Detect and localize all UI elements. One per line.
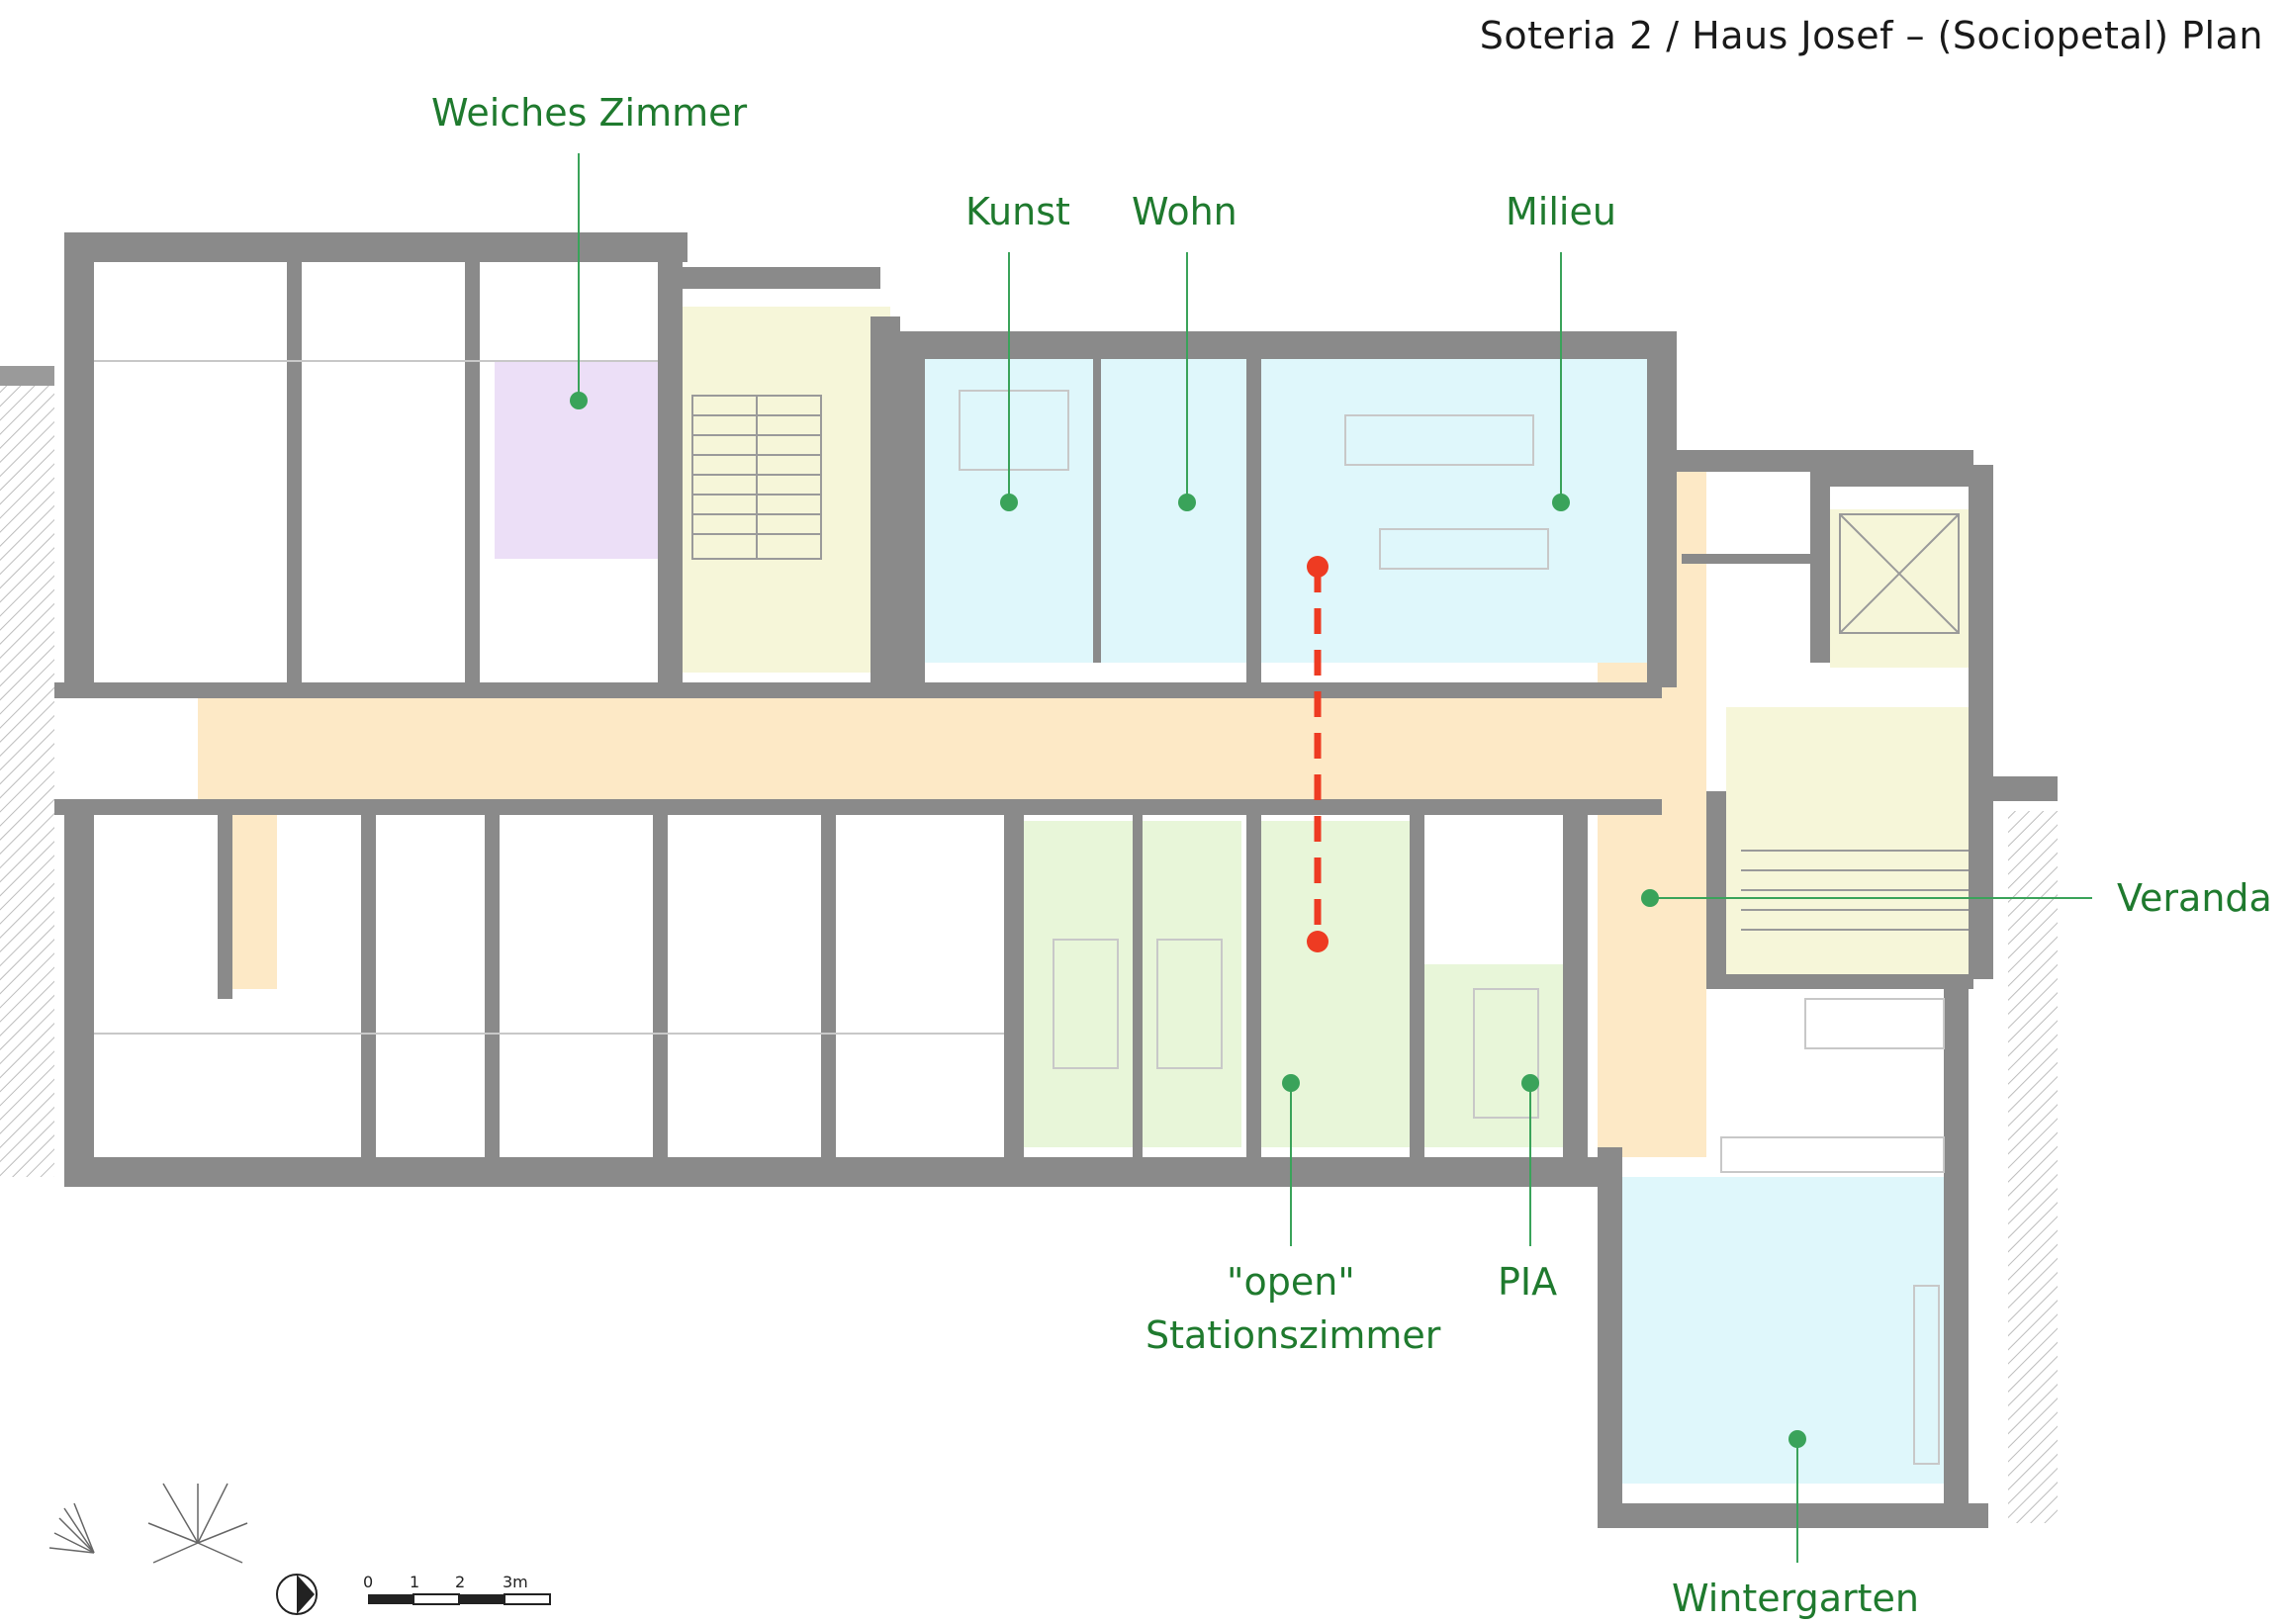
label-milieu: Milieu [1506, 190, 1616, 233]
sun-path-diagram-icon [48, 1483, 248, 1564]
plan-title: Soteria 2 / Haus Josef – (Sociopetal) Pl… [1479, 14, 2263, 57]
wintergarten-fill [1622, 1177, 1944, 1484]
stair-symbol-icon [691, 395, 822, 560]
label-kunst: Kunst [965, 190, 1070, 233]
leader-lines [578, 153, 2092, 1563]
label-weiches-zimmer: Weiches Zimmer [431, 91, 748, 135]
detail-lines [94, 360, 1945, 1465]
green-room-fill-2 [1138, 821, 1241, 1147]
veranda-stair-icon [1741, 850, 1969, 931]
pia-fill [1420, 964, 1563, 1147]
scale-tick-0: 0 [363, 1573, 374, 1591]
room-markers [570, 392, 1806, 1448]
label-open: "open" [1227, 1260, 1355, 1304]
label-stationszimmer: Stationszimmer [1146, 1313, 1441, 1357]
hatched-wall-left-top [0, 366, 54, 386]
path-start-marker [1307, 556, 1329, 578]
label-wohn: Wohn [1132, 190, 1237, 233]
hatched-wall-left [0, 386, 54, 1177]
stair-fill [683, 307, 890, 673]
lift-shaft-icon [1839, 513, 1960, 634]
stationszimmer-fill [1261, 821, 1410, 1147]
wohn-fill [1098, 356, 1246, 663]
lift-fill [1830, 509, 1969, 668]
veranda-fill [1726, 707, 1973, 979]
label-veranda: Veranda [2117, 876, 2272, 920]
green-room-fill-1 [1024, 821, 1133, 1147]
scale-tick-2: 2 [455, 1573, 466, 1591]
partition-walls [218, 232, 1973, 1167]
scale-bar [368, 1593, 551, 1605]
scale-tick-3: 3m [503, 1573, 528, 1591]
milieu-fill [1261, 356, 1647, 663]
scale-tick-1: 1 [410, 1573, 420, 1591]
corridor-fill [198, 697, 1701, 801]
label-pia: PIA [1498, 1260, 1558, 1304]
outer-walls [54, 232, 2058, 1528]
path-end-marker [1307, 931, 1329, 952]
north-arrow-icon [276, 1574, 318, 1615]
label-wintergarten: Wintergarten [1672, 1577, 1920, 1620]
hatched-wall-right [2008, 811, 2058, 1523]
